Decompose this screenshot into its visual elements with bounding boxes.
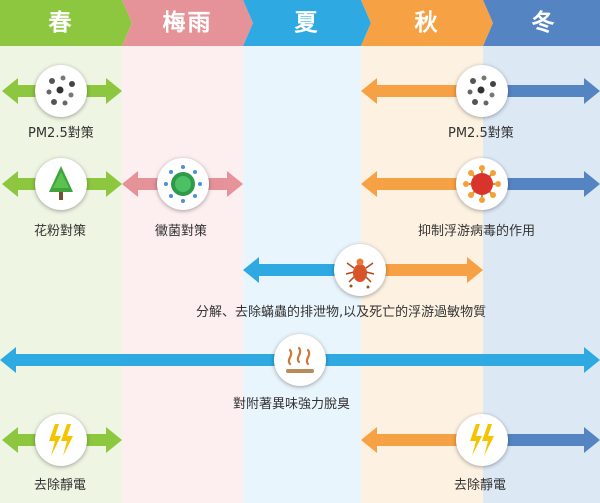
mite-label: 分解、去除蟎蟲的排泄物,以及死亡的浮游過敏物質 [196,305,487,320]
rainy-chevron [122,0,253,46]
odor-label: 對附著異味強力脫臭 [233,397,351,412]
pm25-spring-label: PM2.5對策 [28,126,94,141]
static-winter-arrow [483,427,600,453]
lightning-icon [35,414,87,466]
season-spring: 春 [48,10,74,36]
tree-icon [35,158,87,210]
summer-chevron [243,0,371,46]
virus-label: 抑制浮游病毒的作用 [418,224,536,239]
season-summer: 夏 [294,10,320,36]
season-header [0,0,600,46]
winter-chevron [483,0,600,46]
smell-icon [274,334,326,386]
pm25-autumn-label: PM2.5對策 [448,126,514,141]
season-winter: 冬 [531,10,557,36]
mite-icon [334,244,386,296]
mite-autumn-arrow [361,257,483,283]
static-autumn-label: 去除靜電 [454,478,507,493]
static-spring-label: 去除靜電 [34,478,87,493]
spring-chevron [0,0,132,46]
mold-spore-icon [157,158,209,210]
autumn-chevron [361,0,493,46]
rainy-column-bg [122,46,243,503]
pollen-label: 花粉對策 [34,224,87,239]
season-rainy: 梅雨 [162,10,213,36]
virus-icon [456,158,508,210]
particles-icon [35,65,87,117]
lightning-icon [456,414,508,466]
virus-winter-arrow [483,171,600,197]
pm25-winter-arrow [483,78,600,104]
season-autumn: 秋 [414,10,440,36]
particles-icon [456,65,508,117]
mold-label: 黴菌對策 [155,224,208,239]
